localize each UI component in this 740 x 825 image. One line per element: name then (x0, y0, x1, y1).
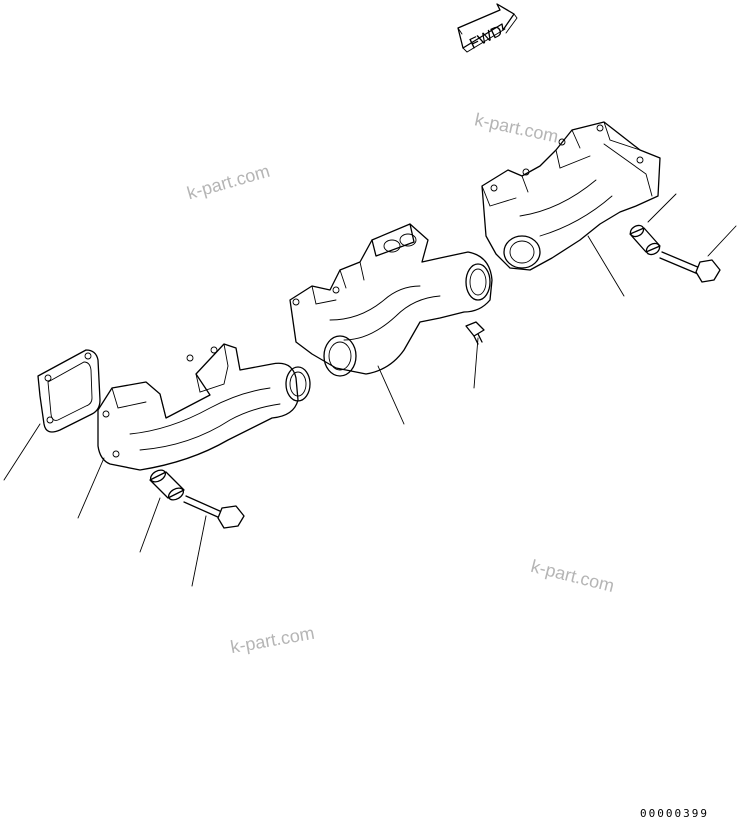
front-spacer (149, 469, 185, 501)
leader-lines (3, 193, 737, 587)
front-bolt (183, 495, 245, 529)
drain-plug (465, 321, 485, 345)
rear-bolt (659, 251, 721, 283)
rear-spacer (629, 224, 661, 256)
center-exhaust-manifold (289, 223, 493, 377)
front-exhaust-manifold (97, 343, 311, 471)
fwd-arrow: FWD (457, 3, 518, 53)
gasket (37, 349, 101, 433)
drawing-code: 00000399 (640, 807, 709, 820)
rear-exhaust-manifold (481, 121, 661, 271)
fwd-label: FWD (467, 22, 505, 52)
